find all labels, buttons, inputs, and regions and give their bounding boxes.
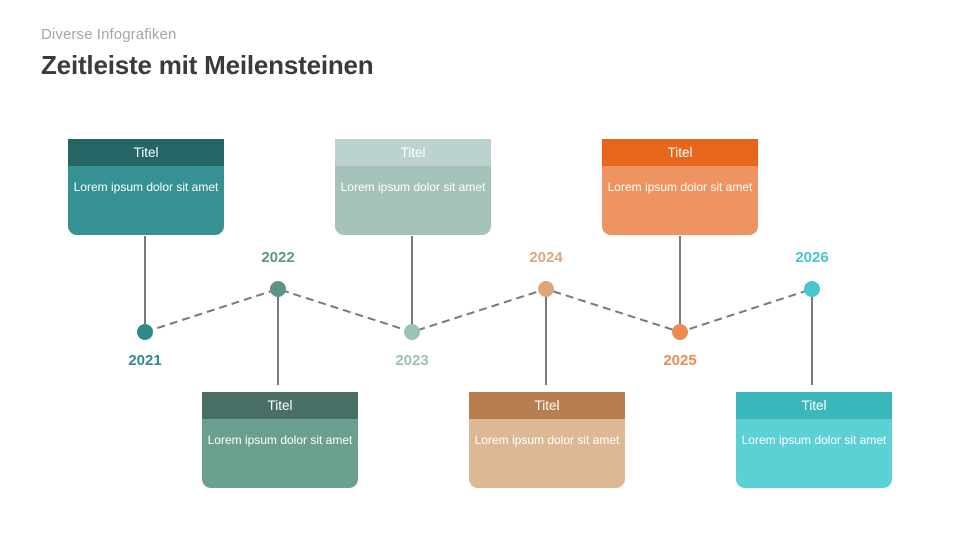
- milestone-year-label: 2022: [261, 249, 295, 266]
- milestone-dot-2023[interactable]: [404, 324, 420, 340]
- milestone-dot-2026[interactable]: [804, 281, 820, 297]
- milestone-card-body: Lorem ipsum dolor sit amet: [68, 166, 224, 235]
- milestone-stem: [277, 297, 279, 385]
- milestone-stem: [679, 236, 681, 324]
- milestone-card-title: Titel: [602, 139, 758, 166]
- slide-kicker: Diverse Infografiken: [41, 26, 177, 43]
- milestone-stem: [144, 236, 146, 324]
- milestone-year-label: 2021: [128, 352, 162, 369]
- milestone-year-label: 2025: [663, 352, 697, 369]
- milestone-card-title: Titel: [202, 392, 358, 419]
- page-title: Zeitleiste mit Meilensteinen: [41, 50, 374, 80]
- milestone-dot-2025[interactable]: [672, 324, 688, 340]
- milestone-dot-2022[interactable]: [270, 281, 286, 297]
- milestone-card-title: Titel: [469, 392, 625, 419]
- milestone-year-label: 2026: [795, 249, 829, 266]
- milestone-stem: [811, 297, 813, 385]
- milestone-card-title: Titel: [736, 392, 892, 419]
- milestone-dot-2021[interactable]: [137, 324, 153, 340]
- milestone-card-title: Titel: [335, 139, 491, 166]
- milestone-card-title: Titel: [68, 139, 224, 166]
- milestone-card-body: Lorem ipsum dolor sit amet: [335, 166, 491, 235]
- milestone-card-body: Lorem ipsum dolor sit amet: [469, 419, 625, 488]
- milestone-card-body: Lorem ipsum dolor sit amet: [736, 419, 892, 488]
- milestone-stem: [411, 236, 413, 324]
- milestone-card-body: Lorem ipsum dolor sit amet: [202, 419, 358, 488]
- milestone-year-label: 2024: [529, 249, 563, 266]
- milestone-card-body: Lorem ipsum dolor sit amet: [602, 166, 758, 235]
- milestone-dot-2024[interactable]: [538, 281, 554, 297]
- milestone-year-label: 2023: [395, 352, 429, 369]
- milestone-stem: [545, 297, 547, 385]
